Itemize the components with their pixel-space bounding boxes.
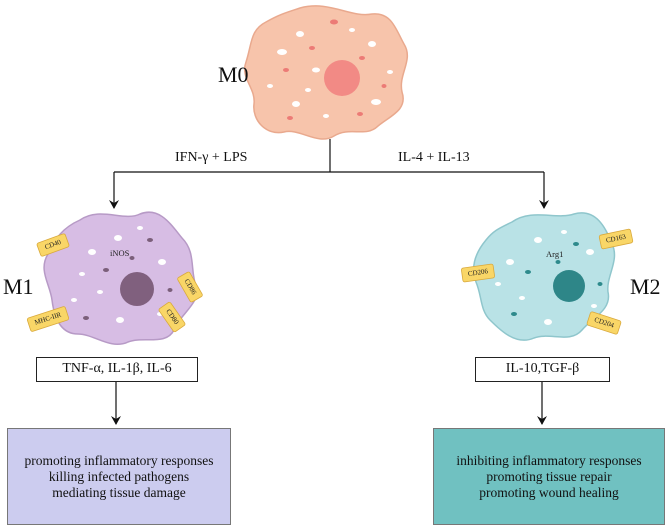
m2-cell xyxy=(461,212,634,341)
m1-vesicles xyxy=(83,238,173,320)
m2-granules xyxy=(495,230,597,325)
m2-outcome-line: promoting wound healing xyxy=(479,484,619,500)
m1-cell xyxy=(26,211,203,345)
m0-nucleus xyxy=(324,60,360,96)
m2-cell-body xyxy=(472,212,616,341)
m1-enzyme-label: iNOS xyxy=(110,248,130,258)
m2-enzyme-label: Arg1 xyxy=(546,249,563,259)
m1-stimulus-label: IFN-γ + LPS xyxy=(175,150,248,165)
m2-cytokine-box: IL-10,TGF-β xyxy=(475,357,610,382)
m1-granules xyxy=(71,226,166,323)
m1-nucleus xyxy=(120,272,154,306)
m2-vesicles xyxy=(511,242,603,316)
m1-cell-body xyxy=(43,211,198,345)
m2-receptor-cd206-tag xyxy=(461,263,495,283)
m1-receptor-cd40-tag xyxy=(36,233,70,257)
m2-receptors xyxy=(461,228,634,335)
m1-receptor-mhc-iir-tag xyxy=(26,306,70,332)
m2-outcome-box: inhibiting inflammatory responses promot… xyxy=(433,428,665,525)
m2-outcome-line: promoting tissue repair xyxy=(486,468,612,484)
m2-receptor-cd204-tag xyxy=(586,311,622,335)
branch-arrows xyxy=(109,139,549,425)
m1-outcome-box: promoting inflammatory responses killing… xyxy=(7,428,231,525)
m0-cell xyxy=(243,5,409,140)
m1-outcome-line: killing infected pathogens xyxy=(48,468,190,484)
m2-nucleus xyxy=(553,270,585,302)
m1-outcome-line: mediating tissue damage xyxy=(52,484,186,500)
m1-cytokine-box: TNF-α, IL-1β, IL-6 xyxy=(36,357,198,382)
m2-stimulus-label: IL-4 + IL-13 xyxy=(398,150,470,165)
m1-receptor-cd86-tag xyxy=(177,271,203,303)
m2-label: M2 xyxy=(630,274,661,299)
m2-receptor-cd163-tag xyxy=(598,228,634,250)
m1-receptor-cd80-tag xyxy=(158,301,186,333)
m1-receptors xyxy=(26,233,203,333)
m1-outcome-line: promoting inflammatory responses xyxy=(24,452,214,468)
m0-label: M0 xyxy=(218,62,249,87)
m2-outcome-line: inhibiting inflammatory responses xyxy=(456,452,642,468)
m0-granules xyxy=(267,28,393,118)
m1-label: M1 xyxy=(3,274,34,299)
m0-vesicles xyxy=(283,19,387,120)
m2-receptor-cd206-label: CD206 xyxy=(467,267,489,278)
